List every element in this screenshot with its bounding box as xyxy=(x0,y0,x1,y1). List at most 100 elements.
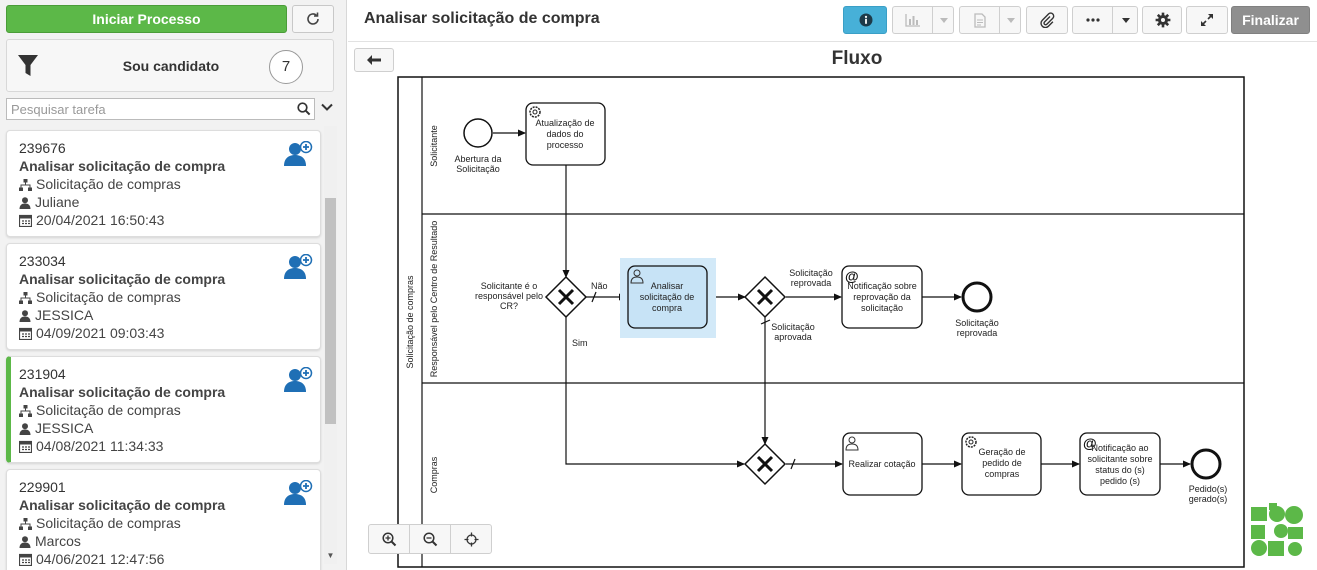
task-realizar-cotacao[interactable]: Realizar cotação xyxy=(842,432,923,496)
indicators-button[interactable] xyxy=(892,6,932,34)
gateway-responsavel-cr[interactable] xyxy=(544,275,588,319)
task-date-row: 20/04/2021 16:50:43 xyxy=(18,212,165,228)
scrollbar-thumb[interactable] xyxy=(325,198,336,424)
refresh-button[interactable] xyxy=(292,5,334,33)
flow-sim xyxy=(565,317,745,468)
finish-button[interactable]: Finalizar xyxy=(1231,6,1310,34)
chevron-down-icon[interactable] xyxy=(321,103,333,112)
arrow-left-icon xyxy=(367,55,381,65)
attachments-button[interactable] xyxy=(1026,6,1068,34)
task-user: JESSICA xyxy=(35,307,94,323)
filter-icon xyxy=(18,55,38,76)
task-process-row: Solicitação de compras xyxy=(19,515,181,531)
task-date-row: 04/09/2021 09:03:43 xyxy=(18,325,164,341)
user-task-icon xyxy=(630,269,644,284)
assign-user-icon[interactable] xyxy=(283,141,313,167)
scroll-down-arrow[interactable]: ▼ xyxy=(326,551,335,560)
task-user: Juliane xyxy=(35,194,80,210)
task-date: 20/04/2021 16:50:43 xyxy=(36,212,165,228)
caret-down-icon xyxy=(1122,18,1130,23)
more-actions-dropdown[interactable] xyxy=(1112,6,1138,34)
documents-dropdown[interactable] xyxy=(999,6,1021,34)
page-title: Analisar solicitação de compra xyxy=(364,10,600,27)
task-date-row: 04/08/2021 11:34:33 xyxy=(18,438,164,454)
svg-text:Sim: Sim xyxy=(572,338,588,348)
task-user-row: JESSICA xyxy=(19,420,93,436)
zoom-out-button[interactable] xyxy=(410,525,451,553)
task-user-row: Juliane xyxy=(19,194,79,210)
user-icon xyxy=(19,536,31,548)
search-task-input[interactable] xyxy=(7,99,292,119)
user-icon xyxy=(19,197,31,209)
more-actions-button[interactable] xyxy=(1072,6,1112,34)
zoom-in-icon xyxy=(382,532,397,547)
settings-button[interactable] xyxy=(1142,6,1182,34)
task-process-row: Solicitação de compras xyxy=(19,289,181,305)
send-task-icon: @ xyxy=(1083,435,1097,451)
paperclip-icon xyxy=(1040,12,1055,28)
task-name: Analisar solicitação de compra xyxy=(19,158,226,174)
zoom-in-button[interactable] xyxy=(369,525,410,553)
svg-text:Pedido(s)gerado(s): Pedido(s)gerado(s) xyxy=(1189,484,1228,504)
pool-label: Solicitação de compras xyxy=(405,275,415,369)
candidate-filter-label: Sou candidato xyxy=(122,58,220,74)
gateway-aprovacao[interactable] xyxy=(743,275,787,319)
task-user: JESSICA xyxy=(35,420,94,436)
calendar-icon xyxy=(18,553,33,567)
process-tree-icon xyxy=(19,405,32,417)
caret-down-icon xyxy=(1007,18,1015,23)
task-list-scrollbar[interactable]: ▼ xyxy=(324,126,337,564)
start-event[interactable] xyxy=(463,118,493,148)
indicators-dropdown[interactable] xyxy=(932,6,954,34)
service-task-icon xyxy=(965,436,977,448)
task-process-row: Solicitação de compras xyxy=(19,402,181,418)
task-date: 04/08/2021 11:34:33 xyxy=(36,438,164,454)
gateway-merge[interactable] xyxy=(743,442,787,486)
end-event-pedido[interactable] xyxy=(1190,448,1222,480)
task-id: 231904 xyxy=(19,366,66,382)
documents-button[interactable] xyxy=(959,6,999,34)
task-date: 04/06/2021 12:47:56 xyxy=(36,551,165,567)
lane-label-responsavel: Responsável pelo Centro de Resultado xyxy=(429,221,439,378)
bpmn-diagram: Solicitação de compras Solicitante Respo… xyxy=(397,76,1245,568)
task-name: Analisar solicitação de compra xyxy=(19,497,226,513)
back-button[interactable] xyxy=(354,48,394,72)
task-process: Solicitação de compras xyxy=(36,515,181,531)
expand-button[interactable] xyxy=(1186,6,1228,34)
svg-text:Realizar cotação: Realizar cotação xyxy=(848,459,915,469)
assign-user-icon[interactable] xyxy=(283,367,313,393)
crosshair-icon xyxy=(464,532,479,547)
assign-user-icon[interactable] xyxy=(283,254,313,280)
task-process: Solicitação de compras xyxy=(36,176,181,192)
task-user-row: Marcos xyxy=(19,533,81,549)
lane-label-compras: Compras xyxy=(429,456,439,493)
candidate-filter[interactable]: Sou candidato 7 xyxy=(6,39,334,92)
start-process-button[interactable]: Iniciar Processo xyxy=(6,5,287,33)
task-id: 239676 xyxy=(19,140,66,156)
task-id: 229901 xyxy=(19,479,66,495)
info-button[interactable] xyxy=(843,6,887,34)
search-icon[interactable] xyxy=(297,102,311,116)
task-user-row: JESSICA xyxy=(19,307,93,323)
end-event-reprovada[interactable] xyxy=(961,281,993,313)
process-tree-icon xyxy=(19,292,32,304)
task-process-row: Solicitação de compras xyxy=(19,176,181,192)
center-view-button[interactable] xyxy=(451,525,492,553)
task-header: Analisar solicitação de compra xyxy=(348,0,1317,42)
assign-user-icon[interactable] xyxy=(283,480,313,506)
